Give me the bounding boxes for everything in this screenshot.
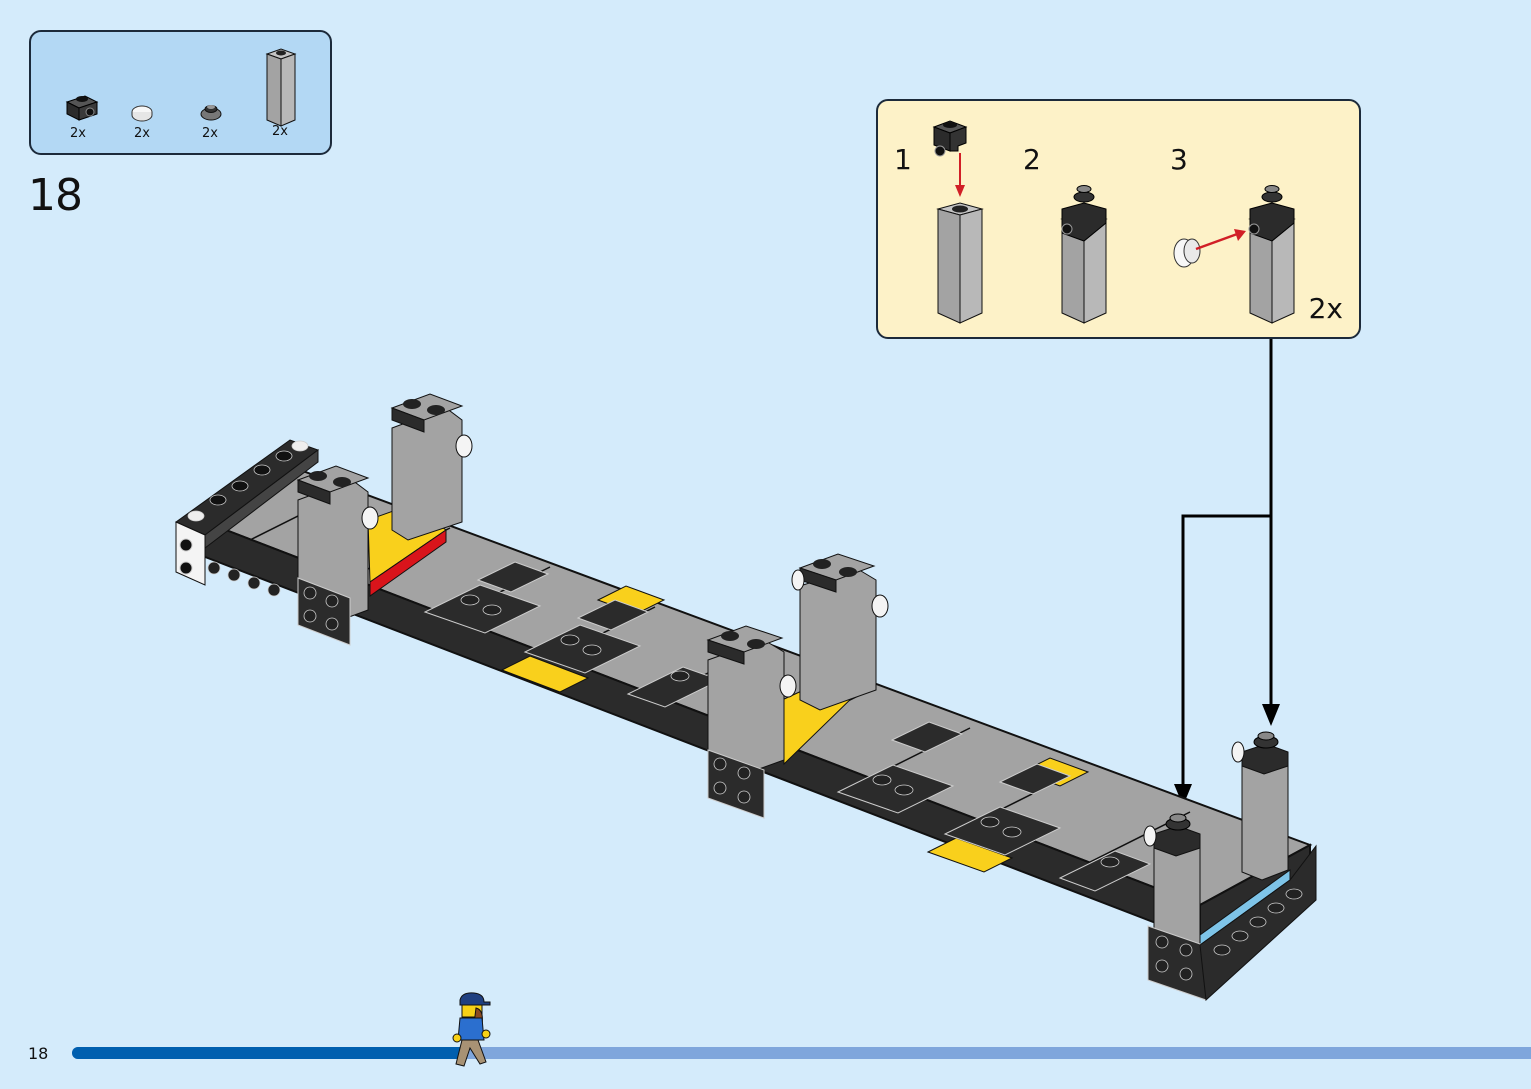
brick-1x1x3-icon bbox=[265, 48, 297, 127]
progress-bar-fill bbox=[72, 1047, 466, 1059]
connector-line bbox=[1181, 514, 1271, 792]
parts-list-box: 2x 2x 2x 2x bbox=[29, 30, 332, 155]
arrow-head-icon bbox=[1262, 704, 1280, 726]
column-assembly-2 bbox=[296, 465, 379, 646]
sub-step-number: 1 bbox=[894, 143, 912, 176]
sub-assembly-box: 1 2 3 bbox=[876, 99, 1361, 339]
yellow-tile bbox=[500, 655, 590, 693]
sub-assembly-multiplier: 2x bbox=[1308, 292, 1343, 325]
sub-step-2-illustration bbox=[1060, 185, 1108, 324]
sub-step-number: 3 bbox=[1170, 143, 1188, 176]
round-plate-icon bbox=[200, 105, 222, 121]
progress-bar bbox=[72, 1047, 1531, 1059]
red-plate bbox=[369, 529, 447, 597]
column-assembly-3 bbox=[791, 553, 889, 711]
part-quantity: 2x bbox=[272, 124, 288, 139]
brick-with-bracket-icon bbox=[1248, 185, 1296, 324]
stud-group bbox=[460, 594, 1120, 868]
part-quantity: 2x bbox=[70, 126, 86, 141]
column-assembly-4 bbox=[706, 625, 797, 819]
arrow-icon bbox=[1195, 231, 1241, 251]
arrow-head-icon bbox=[1174, 784, 1192, 806]
brick-1x1x3-icon bbox=[936, 202, 984, 324]
column-assembly-5 bbox=[1231, 731, 1289, 881]
column-assembly-6 bbox=[1143, 813, 1207, 1001]
part-quantity: 2x bbox=[134, 126, 150, 141]
round-tile-icon bbox=[131, 105, 153, 122]
part-quantity: 2x bbox=[202, 126, 218, 141]
minifigure-icon bbox=[452, 992, 491, 1067]
arrow-head-icon bbox=[955, 185, 965, 197]
brick-with-bracket-icon bbox=[1060, 185, 1108, 324]
bracket-icon bbox=[932, 120, 968, 157]
page-number: 18 bbox=[28, 1044, 49, 1063]
bracket-icon bbox=[65, 95, 99, 121]
black-plate-group bbox=[423, 561, 1152, 892]
round-tile-icon bbox=[1173, 238, 1201, 268]
step-number: 18 bbox=[28, 170, 83, 221]
sub-step-3-illustration bbox=[1173, 185, 1296, 324]
sub-step-1-illustration bbox=[932, 120, 984, 324]
arrow-head-icon bbox=[1234, 229, 1246, 241]
sub-step-number: 2 bbox=[1023, 143, 1041, 176]
yellow-tile bbox=[926, 837, 1014, 873]
column-assembly-1 bbox=[390, 393, 473, 541]
